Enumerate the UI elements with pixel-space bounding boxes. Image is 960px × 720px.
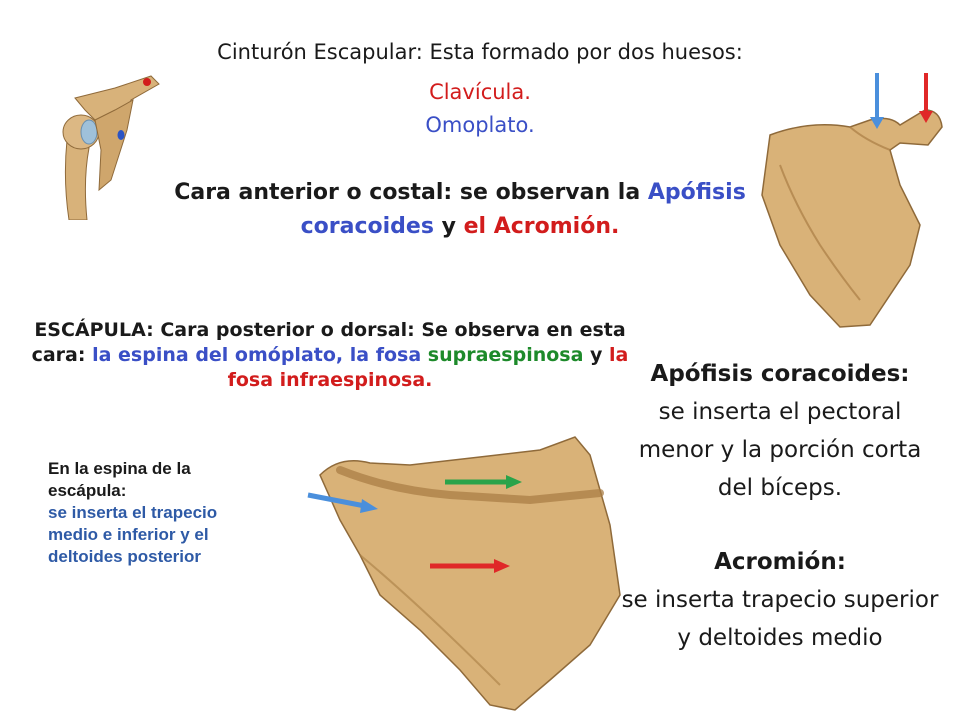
posterior-prefix: ESCÁPULA: Cara posterior o dorsal: Se ob…: [31, 319, 626, 366]
posterior-espina: la espina del omóplato,: [92, 344, 344, 366]
scapula-posterior-illustration: [307, 436, 621, 711]
acromion-note-title: Acromión:: [714, 549, 846, 575]
coracoides-note: Apófisis coracoides: se inserta el pecto…: [620, 355, 940, 507]
acromion-note: Acromión: se inserta trapecio superior y…: [620, 543, 940, 657]
coracoid-marker: [117, 130, 125, 140]
posterior-supraespinosa: supraespinosa: [427, 344, 584, 366]
anterior-prefix: Cara anterior o costal: se observan la: [174, 180, 648, 205]
espina-note: En la espina de la escápula: se inserta …: [48, 458, 248, 568]
acromion-marker: [143, 78, 151, 86]
posterior-description: ESCÁPULA: Cara posterior o dorsal: Se ob…: [30, 318, 630, 393]
anterior-conjunction: y: [433, 214, 464, 239]
anterior-apofisis: Apófisis coracoides: [300, 180, 746, 239]
coracoides-note-body: se inserta el pectoral menor y la porció…: [638, 399, 922, 501]
posterior-infraespinosa: la fosa infraespinosa.: [227, 344, 629, 391]
coracoides-note-title: Apófisis coracoides:: [650, 361, 910, 387]
title-intro: Cinturón Escapular: Esta formado por dos…: [217, 40, 743, 64]
title-clavicula: Clavícula.: [429, 80, 531, 104]
shoulder-joint-illustration: [55, 70, 175, 220]
anterior-acromion: el Acromión.: [463, 214, 620, 239]
espina-note-detail: se inserta el trapecio medio e inferior …: [48, 503, 218, 566]
posterior-fosa-word: la fosa: [343, 344, 428, 366]
acromion-note-body: se inserta trapecio superior y deltoides…: [621, 587, 939, 651]
posterior-y: y: [583, 344, 610, 366]
anterior-description: Cara anterior o costal: se observan la A…: [150, 176, 770, 244]
scapula-anterior-illustration: [761, 73, 943, 328]
espina-note-intro: En la espina de la escápula:: [48, 459, 191, 500]
title-omoplato: Omoplato.: [425, 113, 535, 137]
